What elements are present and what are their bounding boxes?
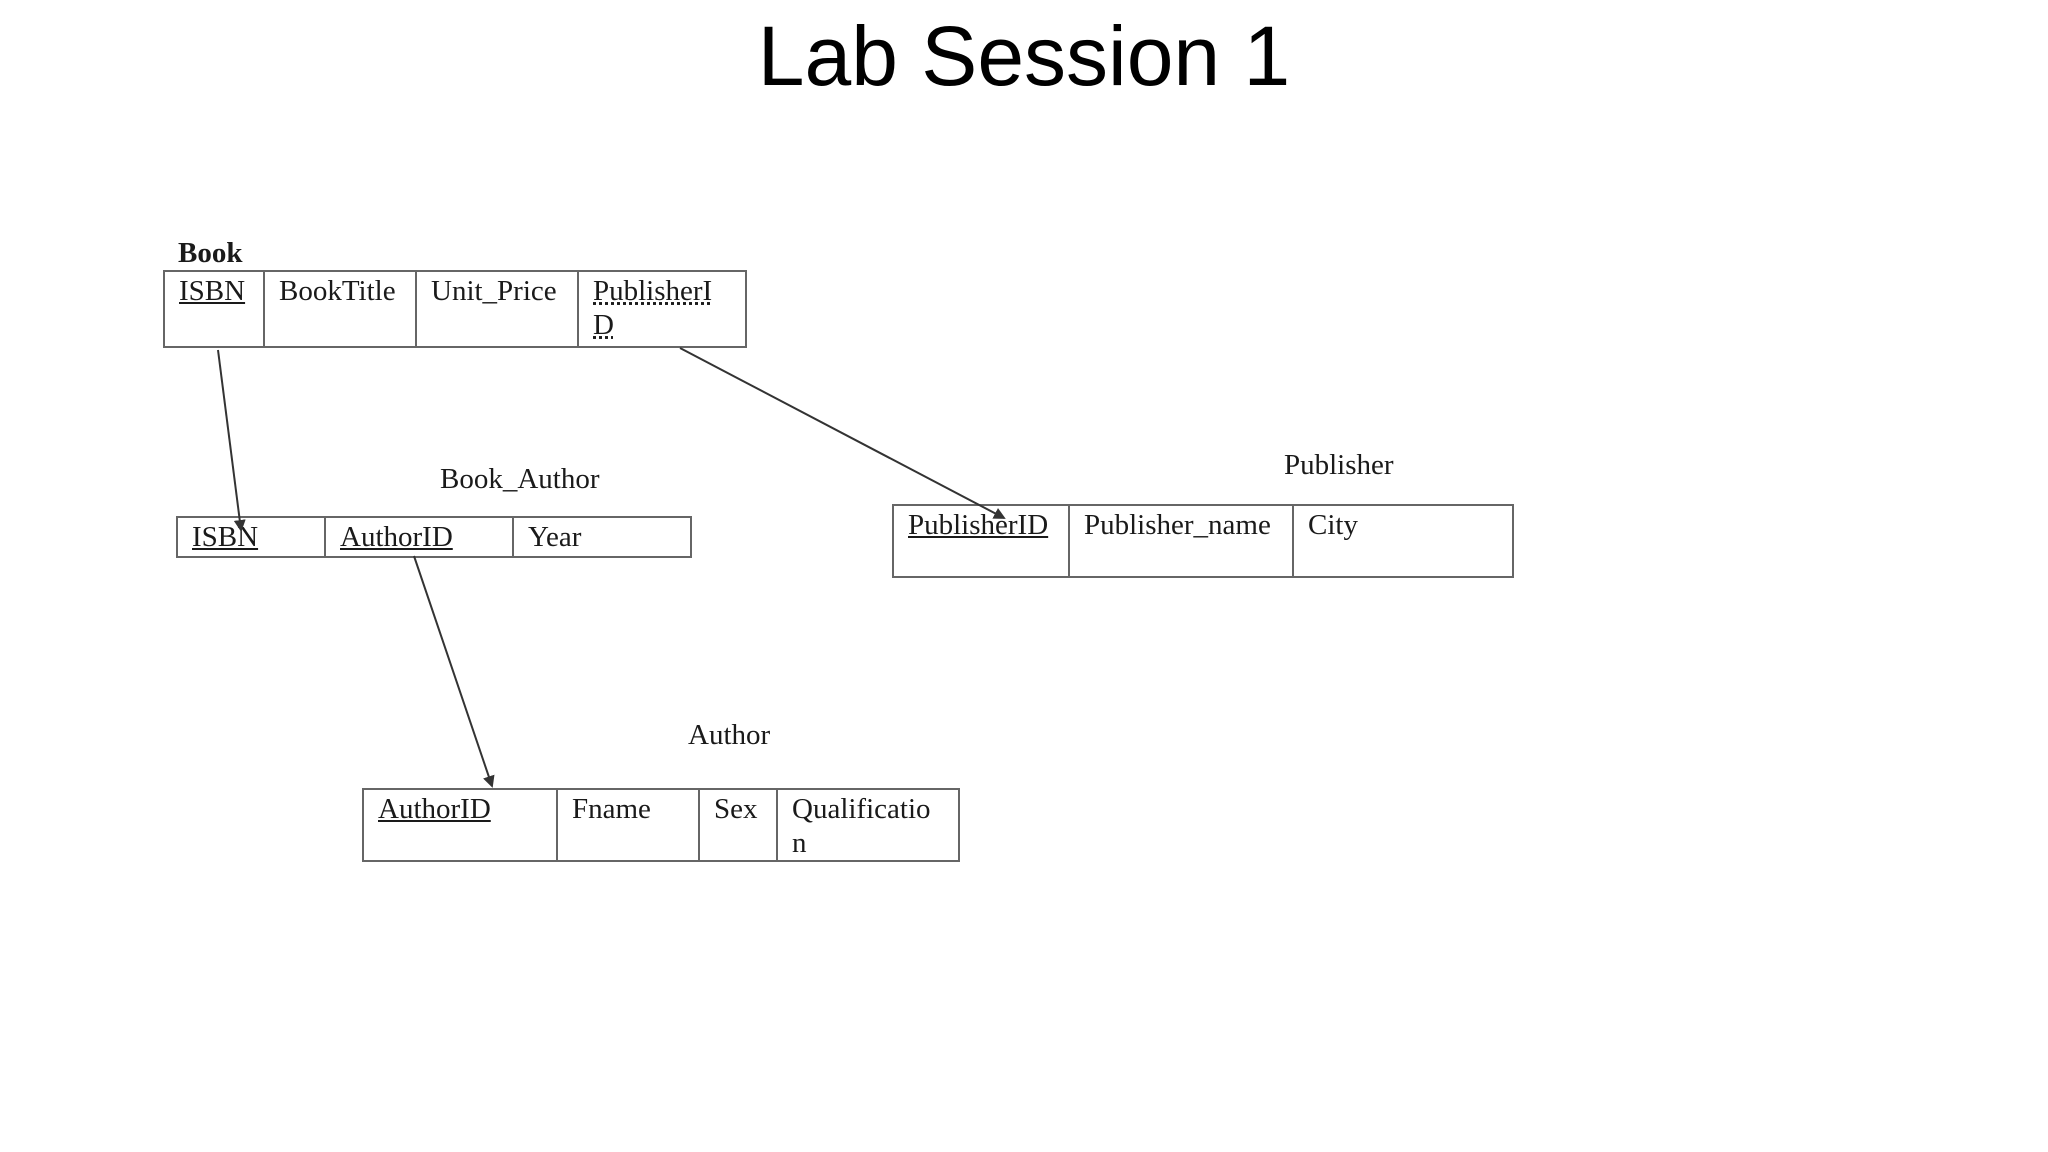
book-author-table: ISBN AuthorID Year [176,516,692,558]
book-author-col-authorid: AuthorID [324,516,514,558]
publisher-col-city: City [1292,504,1514,578]
arrow-book-isbn-to-book-author-isbn [217,349,246,532]
book-table: ISBN BookTitle Unit_Price PublisherID [163,270,747,348]
book-col-unit-price: Unit_Price [415,270,579,348]
book-author-table-label: Book_Author [440,463,600,495]
publisher-col-publisher-name: Publisher_name [1068,504,1294,578]
author-table-label: Author [688,719,771,751]
book-author-col-year: Year [512,516,692,558]
table-row: ISBN BookTitle Unit_Price PublisherID [163,270,747,348]
author-col-sex: Sex [698,788,778,862]
slide-title: Lab Session 1 [757,9,1291,103]
author-table: AuthorID Fname Sex Qualification [362,788,960,862]
publisher-table-label: Publisher [1284,449,1394,481]
arrow-book-author-authorid-to-author-authorid [413,555,495,788]
table-row: AuthorID Fname Sex Qualification [362,788,960,862]
book-col-isbn: ISBN [163,270,265,348]
author-col-authorid: AuthorID [362,788,558,862]
publisher-table: PublisherID Publisher_name City [892,504,1514,578]
book-table-label: Book [178,237,243,269]
book-author-col-isbn: ISBN [176,516,326,558]
publisher-col-publisherid: PublisherID [892,504,1070,578]
book-col-booktitle: BookTitle [263,270,417,348]
arrow-book-publisherid-to-publisher-publisherid [679,347,1006,519]
book-col-publisherid: PublisherID [577,270,747,348]
author-col-fname: Fname [556,788,700,862]
author-col-qualification: Qualification [776,788,960,862]
table-row: PublisherID Publisher_name City [892,504,1514,578]
table-row: ISBN AuthorID Year [176,516,692,558]
